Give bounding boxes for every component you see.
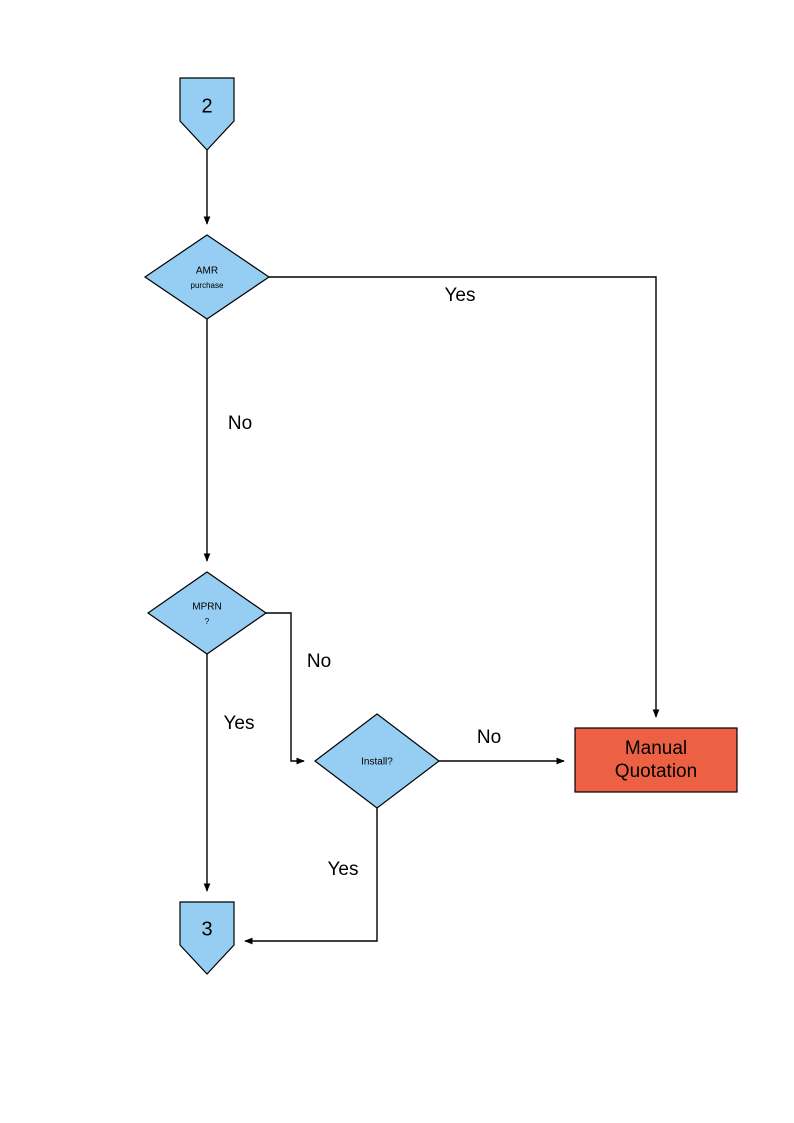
edge-amr-yes-to-manual-quotation: Yes bbox=[269, 276, 660, 718]
edge-label-install-no: No bbox=[477, 727, 501, 748]
install-label: Install? bbox=[361, 757, 393, 768]
install-shape[interactable] bbox=[314, 713, 440, 809]
edge-label-install-yes: Yes bbox=[328, 859, 359, 880]
edge-install-yes-to-end: Yes bbox=[244, 808, 378, 945]
manual-quotation-shape[interactable] bbox=[574, 727, 738, 793]
mprn-label-line2: ? bbox=[205, 617, 210, 626]
edge-line-amr-yes bbox=[269, 276, 660, 718]
amr-purchase-shape[interactable] bbox=[143, 234, 271, 320]
end-connector-label: 3 bbox=[201, 918, 212, 940]
node-start-connector-2[interactable]: 2 bbox=[179, 77, 235, 151]
edge-line-mprn-no bbox=[266, 612, 305, 765]
start-connector-label: 2 bbox=[201, 95, 212, 117]
manual-quotation-label-line2: Quotation bbox=[615, 761, 697, 782]
mprn-shape[interactable] bbox=[146, 571, 268, 655]
edge-amr-no-to-mprn: No bbox=[203, 319, 252, 562]
node-decision-install[interactable]: Install? bbox=[314, 713, 440, 809]
edge-label-amr-yes: Yes bbox=[445, 285, 476, 306]
amr-purchase-label-line1: AMR bbox=[196, 266, 218, 277]
edge-label-mprn-yes: Yes bbox=[224, 713, 255, 734]
node-process-manual-quotation[interactable]: Manual Quotation bbox=[574, 727, 738, 793]
node-end-connector-3[interactable]: 3 bbox=[179, 901, 235, 975]
manual-quotation-label-line1: Manual bbox=[625, 738, 687, 759]
edge-line-install-yes bbox=[244, 808, 378, 945]
edge-install-no-to-manual-quotation: No bbox=[439, 727, 565, 765]
edge-mprn-no-to-install: No bbox=[266, 612, 331, 765]
amr-purchase-label-line2: purchase bbox=[191, 281, 224, 290]
edge-label-amr-no: No bbox=[228, 413, 252, 434]
start-connector-shape[interactable] bbox=[179, 77, 235, 151]
mprn-label-line1: MPRN bbox=[192, 602, 221, 613]
node-decision-mprn[interactable]: MPRN ? bbox=[146, 571, 268, 655]
edge-label-mprn-no: No bbox=[307, 651, 331, 672]
edge-mprn-yes-to-end: Yes bbox=[203, 654, 255, 892]
node-decision-amr-purchase[interactable]: AMR purchase bbox=[143, 234, 271, 320]
end-connector-shape[interactable] bbox=[179, 901, 235, 975]
